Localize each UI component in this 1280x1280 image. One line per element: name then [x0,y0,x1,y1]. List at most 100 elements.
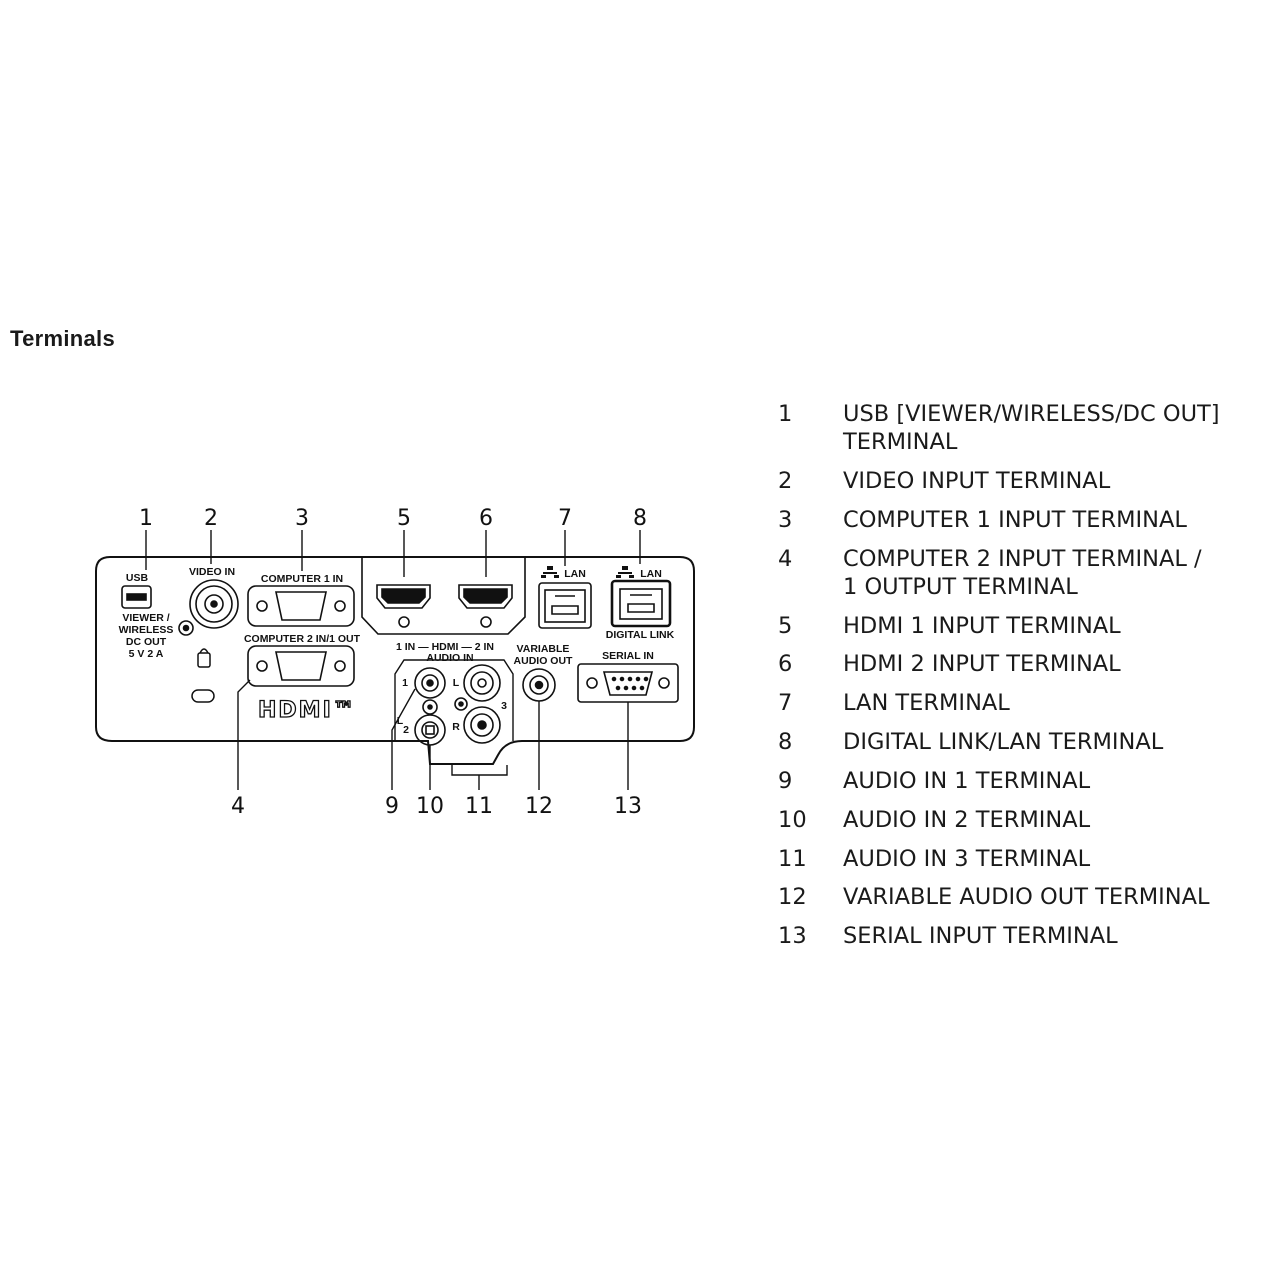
legend-line: AUDIO IN 3 TERMINAL [843,846,1091,872]
lan-label: LAN [564,568,586,580]
legend-number: 5 [778,613,793,639]
legend-line: HDMI 1 INPUT TERMINAL [843,613,1121,639]
variable-audio-out-connector-icon [522,668,556,702]
legend-description: VIDEO INPUT TERMINAL [843,467,1110,495]
audio-in-1-connector-icon [414,667,446,699]
viewer-label-line1: VIEWER / [122,612,169,624]
legend-number: 6 [778,651,793,677]
terminal-panel-diagram: HDMI™ [95,506,695,819]
hdmi-housing [361,557,526,635]
digital-link-label: DIGITAL LINK [606,629,675,641]
leader-lines [145,530,641,790]
hdmi1-port-icon [376,584,431,628]
legend-number: 1 [778,401,793,427]
computer1-vga-port-icon [247,585,355,627]
variable-label: VARIABLE [517,643,570,655]
legend-line: 1 OUTPUT TERMINAL [843,574,1078,600]
digital-link-lan-port-icon [610,579,672,628]
security-lock-icon [191,648,215,703]
panel-outline [95,556,695,765]
viewer-label-line2: WIRELESS [119,624,174,636]
lan-port-icon [538,582,592,629]
legend-line: VARIABLE AUDIO OUT TERMINAL [843,884,1210,910]
audio-1-label: 1 [402,677,408,689]
legend-line: AUDIO IN 2 TERMINAL [843,807,1091,833]
lan2-label: LAN [640,568,662,580]
callout-5: 5 [397,506,411,531]
callout-4: 4 [231,794,245,819]
callout-9: 9 [385,794,399,819]
legend-line: DIGITAL LINK/LAN TERMINAL [843,729,1164,755]
legend-number: 13 [778,923,807,949]
legend-description: LAN TERMINAL [843,689,1010,717]
panel-labels: USB VIEWER / WIRELESS DC OUT 5 V 2 A VID… [119,566,675,736]
legend-line: HDMI 2 INPUT TERMINAL [843,651,1121,677]
legend-line: SERIAL INPUT TERMINAL [843,923,1118,949]
legend-line: USB [VIEWER/WIRELESS/DC OUT] [843,401,1220,427]
legend-description: DIGITAL LINK/LAN TERMINAL [843,728,1163,756]
audio-L2-label: L [397,715,404,727]
legend-description: SERIAL INPUT TERMINAL [843,922,1118,950]
legend-number: 8 [778,729,793,755]
serial-in-label: SERIAL IN [602,650,654,662]
audio-R-label: R [452,721,460,733]
viewer-label-line3: DC OUT [126,636,167,648]
usb-port-icon [121,585,152,609]
legend-number: 4 [778,546,793,572]
audio-2-label: 2 [403,724,409,736]
legend-number: 11 [778,846,807,872]
legend-number: 10 [778,807,807,833]
callout-1: 1 [139,506,153,531]
network-icon-2 [616,566,634,578]
legend-description: USB [VIEWER/WIRELESS/DC OUT] TERMINAL [843,400,1220,456]
hdmi-logo-text: HDMI™ [258,698,357,723]
viewer-label-line4: 5 V 2 A [129,648,164,660]
audio-3-label: 3 [501,700,507,712]
callout-11: 11 [465,794,493,819]
legend-description: AUDIO IN 3 TERMINAL [843,845,1090,873]
legend-description: AUDIO IN 1 TERMINAL [843,767,1090,795]
serial-port-icon [577,663,679,703]
callout-numbers: 1 2 3 4 5 6 7 8 9 10 11 12 13 [139,506,647,819]
legend-description: AUDIO IN 2 TERMINAL [843,806,1090,834]
callout-7: 7 [558,506,572,531]
hdmi-logo: HDMI™ [257,697,357,723]
video-in-label: VIDEO IN [189,566,235,578]
audio-out-label: AUDIO OUT [514,655,574,667]
callout-13: 13 [614,794,642,819]
computer2-label: COMPUTER 2 IN/1 OUT [244,633,361,645]
legend-line: VIDEO INPUT TERMINAL [843,468,1111,494]
legend-number: 12 [778,884,807,910]
legend-line: AUDIO IN 1 TERMINAL [843,768,1091,794]
computer2-vga-port-icon [247,645,355,687]
legend-line: LAN TERMINAL [843,690,1010,716]
legend-description: HDMI 2 INPUT TERMINAL [843,650,1121,678]
legend-description: HDMI 1 INPUT TERMINAL [843,612,1121,640]
hdmi-row-label: 1 IN — HDMI — 2 IN [396,641,494,653]
usb-label: USB [126,572,149,584]
audio-L-label: L [453,677,460,689]
legend-number: 3 [778,507,793,533]
audio-in-3-connector-icon [454,664,501,744]
callout-12: 12 [525,794,553,819]
computer1-label: COMPUTER 1 IN [261,573,343,585]
hdmi2-port-icon [458,584,513,628]
legend-description: COMPUTER 2 INPUT TERMINAL / 1 OUTPUT TER… [843,545,1202,601]
page-title: Terminals [10,326,115,351]
callout-2: 2 [204,506,218,531]
legend-number: 9 [778,768,793,794]
legend-number: 2 [778,468,793,494]
legend-line: COMPUTER 1 INPUT TERMINAL [843,507,1187,533]
audio-in-bracket [394,659,514,741]
audio-in-label: AUDIO IN [426,652,473,664]
network-icon [541,566,559,578]
callout-6: 6 [479,506,493,531]
video-in-connector-icon [178,579,239,636]
callout-8: 8 [633,506,647,531]
legend-line: COMPUTER 2 INPUT TERMINAL / [843,546,1202,572]
audio-in-2-connector-icon [414,699,446,746]
callout-10: 10 [416,794,444,819]
legend-line: TERMINAL [843,429,958,455]
callout-3: 3 [295,506,309,531]
legend-description: COMPUTER 1 INPUT TERMINAL [843,506,1187,534]
